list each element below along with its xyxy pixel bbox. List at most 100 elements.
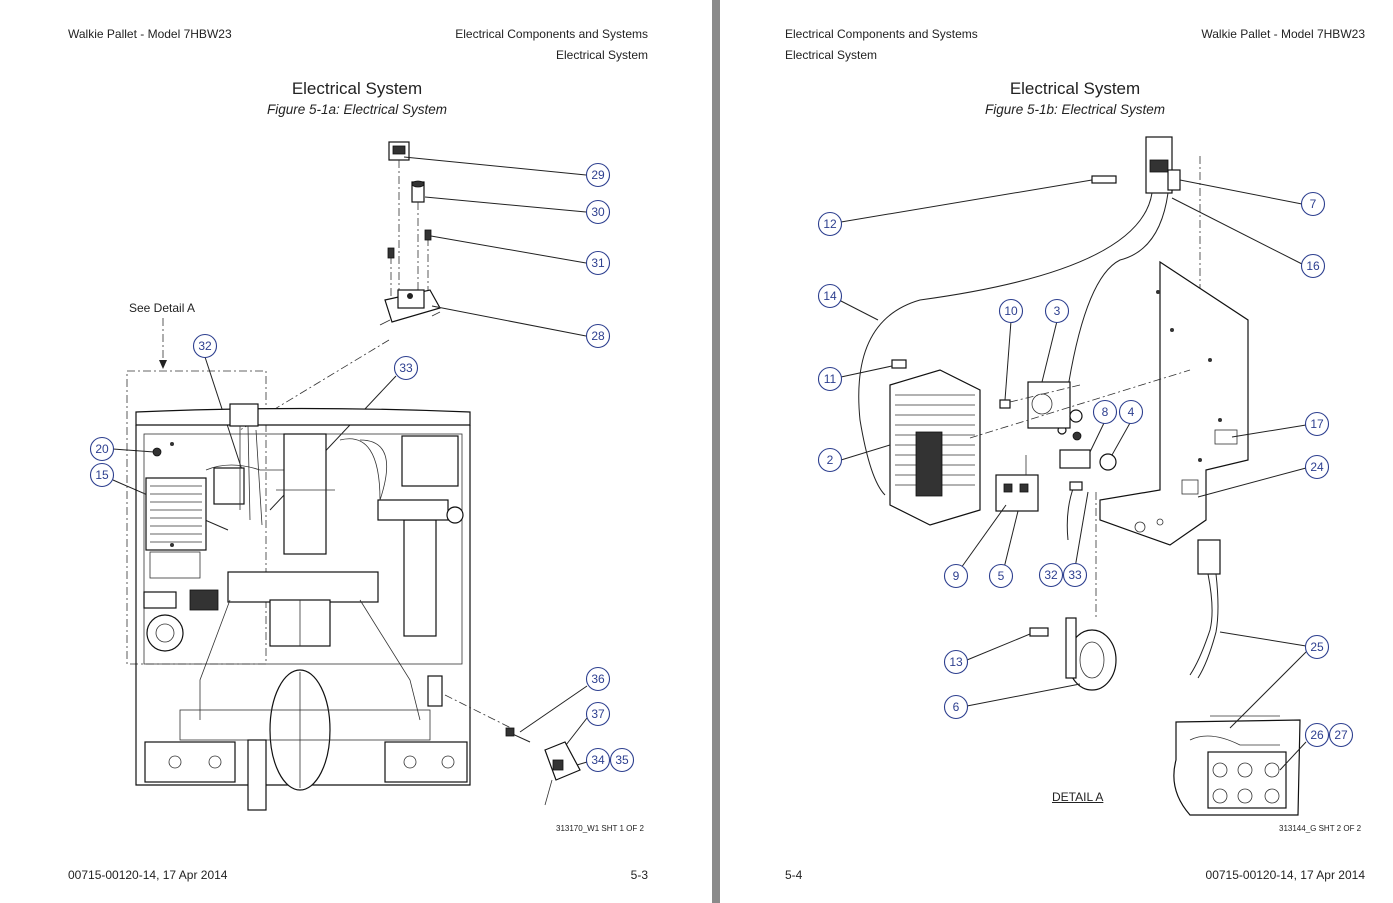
svg-text:14: 14 bbox=[823, 289, 837, 303]
callout-4: 4 bbox=[1118, 399, 1144, 425]
svg-text:25: 25 bbox=[1310, 640, 1324, 654]
left-footer-doc-id: 00715-00120-14, 17 Apr 2014 bbox=[68, 868, 228, 882]
svg-text:33: 33 bbox=[399, 361, 413, 375]
contactor-solenoid bbox=[1027, 381, 1083, 441]
mounting-bracket-part bbox=[379, 289, 441, 326]
callout-24: 24 bbox=[1304, 454, 1330, 480]
svg-text:28: 28 bbox=[591, 329, 605, 343]
callout-26: 26 bbox=[1304, 722, 1330, 748]
cable-assembly bbox=[1189, 539, 1221, 679]
horn-part bbox=[1065, 617, 1117, 691]
callout-33: 33 bbox=[1062, 562, 1088, 588]
callout-8: 8 bbox=[1092, 399, 1118, 425]
svg-text:17: 17 bbox=[1310, 417, 1324, 431]
callout-12: 12 bbox=[817, 211, 843, 237]
right-header-section: Electrical Components and Systems bbox=[785, 27, 978, 41]
callout-9: 9 bbox=[943, 563, 969, 589]
controller-unit bbox=[145, 477, 207, 579]
svg-text:36: 36 bbox=[591, 672, 605, 686]
svg-text:24: 24 bbox=[1310, 460, 1324, 474]
svg-text:10: 10 bbox=[1004, 304, 1018, 318]
svg-text:34: 34 bbox=[591, 753, 605, 767]
callout-2: 2 bbox=[817, 447, 843, 473]
detail-a-label: DETAIL A bbox=[1052, 790, 1104, 804]
svg-text:11: 11 bbox=[824, 372, 837, 386]
motor-controller bbox=[889, 369, 981, 526]
callout-17: 17 bbox=[1304, 411, 1330, 437]
right-parts-diagram: 12 7 16 14 10 3 11 8 4 17 2 24 9 5 32 33… bbox=[817, 136, 1354, 816]
callout-6: 6 bbox=[943, 694, 969, 720]
svg-text:12: 12 bbox=[823, 217, 837, 231]
svg-text:20: 20 bbox=[95, 442, 109, 456]
callout-37: 37 bbox=[585, 701, 611, 727]
svg-text:13: 13 bbox=[949, 655, 963, 669]
svg-text:3: 3 bbox=[1054, 304, 1061, 318]
left-header-model: Walkie Pallet - Model 7HBW23 bbox=[68, 27, 232, 41]
left-parts-diagram: 29 30 31 28 32 33 20 15 36 37 34 35 bbox=[89, 141, 635, 811]
see-detail-note: See Detail A bbox=[129, 301, 196, 315]
callout-11: 11 bbox=[817, 366, 843, 392]
callout-16: 16 bbox=[1300, 253, 1326, 279]
callout-14: 14 bbox=[817, 283, 843, 309]
svg-text:6: 6 bbox=[953, 700, 960, 714]
right-header-model: Walkie Pallet - Model 7HBW23 bbox=[1201, 27, 1365, 41]
connector-part bbox=[1145, 136, 1181, 194]
left-figure-caption: Figure 5-1a: Electrical System bbox=[266, 102, 448, 117]
svg-text:32: 32 bbox=[198, 339, 212, 353]
svg-text:8: 8 bbox=[1102, 405, 1109, 419]
callout-32: 32 bbox=[1038, 562, 1064, 588]
left-page-title: Electrical System bbox=[291, 79, 423, 98]
right-sheet-reference: 313144_G SHT 2 OF 2 bbox=[1279, 824, 1362, 833]
callout-35: 35 bbox=[609, 747, 635, 773]
side-switch-parts bbox=[505, 727, 581, 806]
left-header-section: Electrical Components and Systems bbox=[455, 27, 648, 41]
detail-a-drawing bbox=[1173, 715, 1301, 816]
callout-32: 32 bbox=[192, 333, 218, 359]
svg-text:35: 35 bbox=[615, 753, 629, 767]
callout-31: 31 bbox=[585, 250, 611, 276]
right-header-subsection: Electrical System bbox=[785, 48, 878, 62]
svg-text:29: 29 bbox=[591, 168, 605, 182]
left-footer-page-number: 5-3 bbox=[630, 868, 648, 882]
right-footer-doc-id: 00715-00120-14, 17 Apr 2014 bbox=[1205, 868, 1365, 882]
knob-part bbox=[411, 180, 425, 203]
svg-text:4: 4 bbox=[1128, 405, 1135, 419]
callout-13: 13 bbox=[943, 649, 969, 675]
left-sheet-reference: 313170_W1 SHT 1 OF 2 bbox=[556, 824, 644, 833]
svg-text:27: 27 bbox=[1334, 728, 1348, 742]
callout-25: 25 bbox=[1304, 634, 1330, 660]
callout-5: 5 bbox=[988, 563, 1014, 589]
callout-34: 34 bbox=[585, 747, 611, 773]
svg-text:5: 5 bbox=[998, 569, 1005, 583]
callout-33: 33 bbox=[393, 355, 419, 381]
left-page: Walkie Pallet - Model 7HBW23 Electrical … bbox=[68, 27, 648, 882]
svg-text:2: 2 bbox=[827, 453, 834, 467]
truck-chassis-drawing bbox=[135, 403, 516, 811]
svg-text:32: 32 bbox=[1044, 568, 1058, 582]
right-page-title: Electrical System bbox=[1009, 79, 1141, 98]
callout-27: 27 bbox=[1328, 722, 1354, 748]
callout-30: 30 bbox=[585, 199, 611, 225]
callout-20: 20 bbox=[89, 436, 115, 462]
svg-text:31: 31 bbox=[591, 256, 605, 270]
callout-10: 10 bbox=[998, 298, 1024, 324]
callout-15: 15 bbox=[89, 462, 115, 488]
left-header-subsection: Electrical System bbox=[555, 48, 648, 62]
svg-text:7: 7 bbox=[1310, 197, 1317, 211]
callout-7: 7 bbox=[1300, 191, 1326, 217]
svg-text:33: 33 bbox=[1068, 568, 1082, 582]
relay-part bbox=[995, 455, 1039, 512]
svg-text:15: 15 bbox=[95, 468, 109, 482]
callout-29: 29 bbox=[585, 162, 611, 188]
svg-text:16: 16 bbox=[1306, 259, 1320, 273]
callout-36: 36 bbox=[585, 666, 611, 692]
svg-text:9: 9 bbox=[953, 569, 960, 583]
callout-3: 3 bbox=[1044, 298, 1070, 324]
svg-text:26: 26 bbox=[1310, 728, 1324, 742]
svg-text:37: 37 bbox=[591, 707, 605, 721]
right-figure-caption: Figure 5-1b: Electrical System bbox=[984, 102, 1166, 117]
callout-28: 28 bbox=[585, 323, 611, 349]
svg-text:30: 30 bbox=[591, 205, 605, 219]
page-gutter bbox=[712, 0, 720, 903]
right-page: Electrical Components and Systems Electr… bbox=[720, 0, 1393, 903]
